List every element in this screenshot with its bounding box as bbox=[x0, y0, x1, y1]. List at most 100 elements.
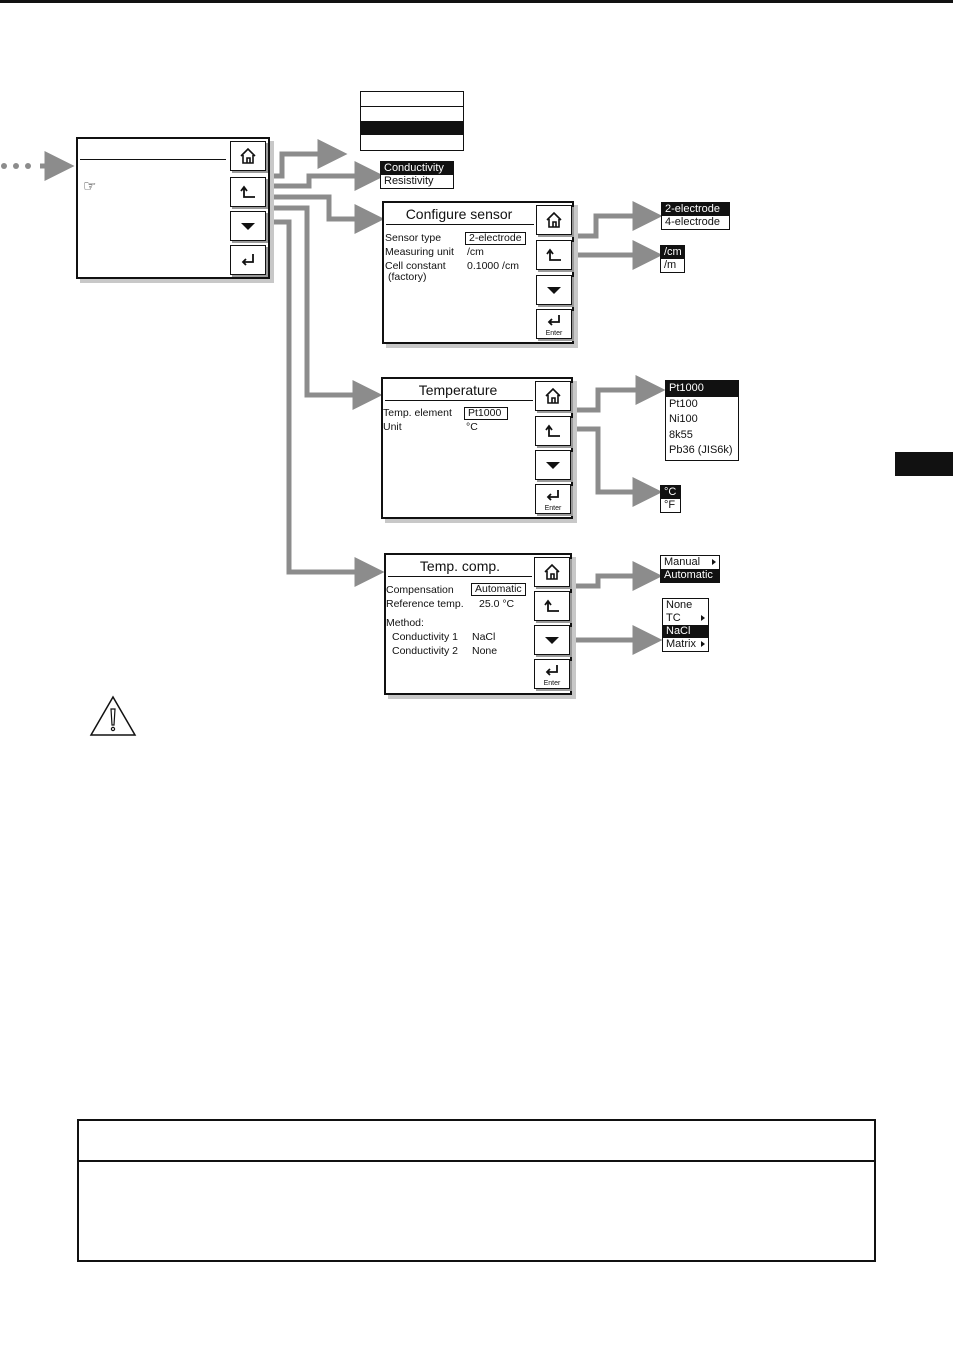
unit-option-m[interactable]: /m bbox=[664, 259, 677, 271]
method-label: Method: bbox=[386, 617, 424, 629]
submenu-arrow-icon bbox=[701, 641, 705, 647]
sensor-option-conductivity[interactable]: Conductivity bbox=[381, 162, 453, 175]
temp-unit-value[interactable]: °C bbox=[466, 421, 478, 433]
section-tab-marker bbox=[895, 452, 953, 476]
arrow-to-tempunit bbox=[572, 426, 663, 507]
compensation-value[interactable]: Automatic bbox=[471, 583, 526, 596]
home-button[interactable] bbox=[534, 557, 570, 587]
menu-options-list bbox=[360, 91, 464, 151]
configure-sensor-title: Configure sensor bbox=[405, 206, 513, 222]
conductivity-1-value[interactable]: NaCl bbox=[472, 631, 496, 643]
method-option-tc[interactable]: TC bbox=[663, 612, 708, 625]
menu-option-row[interactable] bbox=[361, 136, 463, 150]
main-menu-screen: ☞ bbox=[76, 137, 270, 279]
element-option-pt1000[interactable]: Pt1000 bbox=[666, 381, 738, 397]
down-triangle-icon bbox=[546, 462, 560, 469]
home-icon bbox=[545, 387, 561, 404]
title-underline bbox=[385, 400, 533, 401]
sensor-option-resistivity[interactable]: Resistivity bbox=[384, 175, 434, 187]
home-button[interactable] bbox=[230, 141, 266, 171]
back-arrow-icon bbox=[546, 248, 561, 261]
unit-options-list: /cm /m bbox=[660, 245, 685, 273]
home-button[interactable] bbox=[535, 381, 571, 411]
enter-icon bbox=[547, 315, 560, 326]
method-tc-label: TC bbox=[666, 612, 681, 624]
cell-constant-value[interactable]: 0.1000 /cm bbox=[467, 260, 519, 272]
measuring-unit-value[interactable]: /cm bbox=[467, 246, 484, 258]
sensor-type-label: Sensor type bbox=[385, 232, 442, 244]
reference-temp-value[interactable]: 25.0 °C bbox=[479, 598, 515, 610]
note-box-divider bbox=[79, 1160, 874, 1162]
menu-option-row[interactable] bbox=[361, 106, 463, 121]
down-triangle-icon bbox=[241, 223, 255, 230]
arrow-to-temperature bbox=[269, 205, 383, 410]
down-button[interactable] bbox=[535, 450, 571, 480]
enter-icon bbox=[241, 254, 254, 266]
sensor-list: Conductivity Resistivity bbox=[380, 161, 454, 189]
note-box bbox=[77, 1119, 876, 1262]
submenu-arrow-icon bbox=[712, 559, 716, 565]
top-rule bbox=[0, 0, 953, 3]
arrow-to-electrode bbox=[572, 201, 663, 239]
enter-button[interactable]: Enter bbox=[536, 309, 572, 339]
measuring-unit-label: Measuring unit bbox=[385, 246, 454, 258]
method-option-nacl[interactable]: NaCl bbox=[663, 625, 708, 638]
back-arrow-icon bbox=[545, 424, 560, 437]
comp-mode-option-automatic[interactable]: Automatic bbox=[661, 569, 719, 582]
warning-icon bbox=[89, 695, 137, 736]
temp-element-value[interactable]: Pt1000 bbox=[464, 407, 508, 420]
element-option-pb36[interactable]: Pb36 (JIS6k) bbox=[669, 444, 733, 456]
arrow-back-1 bbox=[269, 161, 385, 191]
method-option-none[interactable]: None bbox=[666, 599, 693, 611]
sensor-type-value[interactable]: 2-electrode bbox=[465, 232, 526, 245]
temp-unit-option-c[interactable]: °C bbox=[661, 486, 680, 499]
conductivity-2-label: Conductivity 2 bbox=[392, 645, 458, 657]
electrode-option-2[interactable]: 2-electrode bbox=[662, 203, 729, 216]
enter-label: Enter bbox=[544, 505, 562, 512]
down-button[interactable] bbox=[536, 275, 572, 305]
home-icon bbox=[546, 211, 562, 228]
conductivity-2-value[interactable]: None bbox=[472, 645, 498, 657]
back-button[interactable] bbox=[230, 177, 266, 207]
enter-icon bbox=[546, 490, 559, 501]
arrow-to-compmode bbox=[570, 561, 663, 591]
temp-unit-option-f[interactable]: °F bbox=[664, 499, 676, 511]
menu-option-row-selected[interactable] bbox=[361, 121, 463, 135]
element-option-pt100[interactable]: Pt100 bbox=[669, 397, 698, 410]
back-button[interactable] bbox=[536, 240, 572, 270]
temp-comp-title: Temp. comp. bbox=[419, 558, 501, 574]
unit-option-cm[interactable]: /cm bbox=[661, 246, 684, 259]
home-button[interactable] bbox=[536, 205, 572, 235]
enter-button[interactable]: Enter bbox=[534, 659, 570, 689]
enter-label: Enter bbox=[545, 330, 563, 337]
back-button[interactable] bbox=[534, 591, 570, 621]
main-menu-title-underline bbox=[80, 159, 226, 160]
down-triangle-icon bbox=[547, 287, 561, 294]
electrode-options-list: 2-electrode 4-electrode bbox=[661, 202, 730, 230]
method-option-matrix[interactable]: Matrix bbox=[663, 638, 708, 651]
element-option-ni100[interactable]: Ni100 bbox=[669, 413, 698, 425]
temperature-title: Temperature bbox=[418, 382, 498, 398]
down-button[interactable] bbox=[534, 625, 570, 655]
enter-button[interactable] bbox=[230, 245, 266, 275]
temp-unit-options-list: °C °F bbox=[660, 485, 681, 513]
electrode-option-4[interactable]: 4-electrode bbox=[665, 216, 721, 228]
element-option-8k55[interactable]: 8k55 bbox=[669, 428, 693, 441]
down-button[interactable] bbox=[230, 211, 266, 241]
arrow-home-1 bbox=[269, 139, 348, 179]
temp-element-label: Temp. element bbox=[383, 407, 452, 419]
down-triangle-icon bbox=[545, 637, 559, 644]
enter-label: Enter bbox=[543, 680, 561, 687]
enter-icon bbox=[545, 665, 558, 676]
comp-mode-option-manual[interactable]: Manual bbox=[661, 556, 719, 569]
home-icon bbox=[544, 563, 560, 580]
back-arrow-icon bbox=[240, 185, 255, 198]
submenu-arrow-icon bbox=[701, 615, 705, 621]
arrow-to-element bbox=[572, 375, 666, 413]
back-button[interactable] bbox=[535, 416, 571, 446]
conductivity-1-label: Conductivity 1 bbox=[392, 631, 458, 643]
temperature-screen: Temperature Temp. element Pt1000 Unit °C… bbox=[381, 377, 573, 519]
arrow-to-configure bbox=[269, 194, 385, 234]
enter-button[interactable]: Enter bbox=[535, 484, 571, 514]
method-matrix-label: Matrix bbox=[666, 638, 696, 650]
